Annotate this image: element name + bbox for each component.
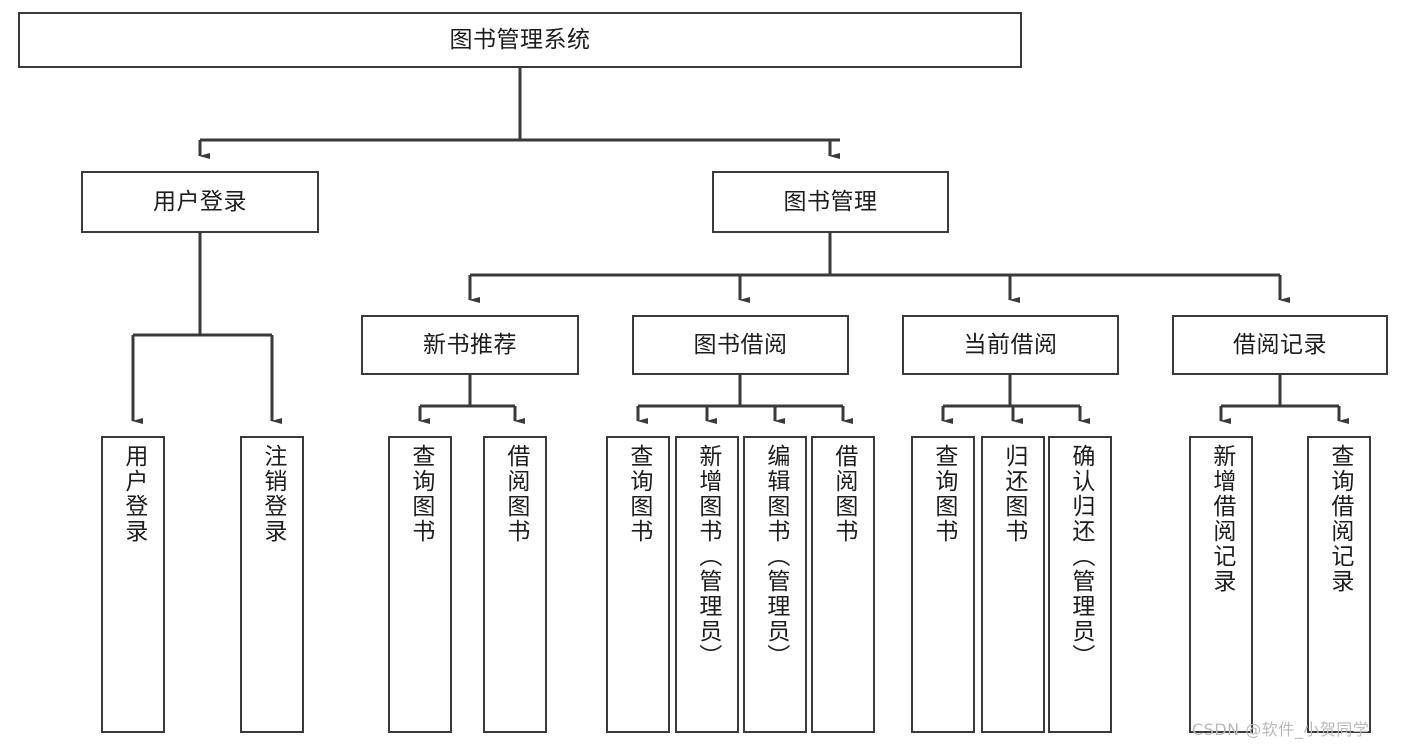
- node-leaf-confirm-return-label: 确认归还（管理员）: [1067, 444, 1094, 669]
- watermark-text: CSDN @软件_小贺同学: [1192, 720, 1370, 739]
- node-user-login[interactable]: 用户登录: [81, 171, 319, 233]
- node-leaf-query-book-cur[interactable]: 查询图书: [911, 436, 975, 733]
- node-leaf-user-login-label: 用户登录: [120, 444, 147, 544]
- node-root-label: 图书管理系统: [449, 26, 591, 53]
- node-current-borrow[interactable]: 当前借阅: [902, 315, 1119, 375]
- node-leaf-logout[interactable]: 注销登录: [240, 436, 304, 733]
- node-leaf-query-book-rec-label: 查询图书: [407, 444, 434, 544]
- node-user-login-label: 用户登录: [153, 188, 247, 215]
- node-leaf-query-book-rec[interactable]: 查询图书: [388, 436, 452, 733]
- node-leaf-edit-book[interactable]: 编辑图书（管理员）: [743, 436, 807, 733]
- node-leaf-borrow-book-rec[interactable]: 借阅图书: [483, 436, 547, 733]
- node-leaf-borrow-book-rec-label: 借阅图书: [502, 444, 529, 544]
- node-leaf-edit-book-label: 编辑图书（管理员）: [762, 444, 789, 669]
- node-borrow-record-label: 借阅记录: [1233, 331, 1327, 358]
- node-leaf-borrow-book-label: 借阅图书: [830, 444, 857, 544]
- node-new-book-recommend[interactable]: 新书推荐: [361, 315, 579, 375]
- node-leaf-confirm-return[interactable]: 确认归还（管理员）: [1048, 436, 1112, 733]
- node-leaf-logout-label: 注销登录: [259, 444, 286, 544]
- node-root[interactable]: 图书管理系统: [18, 12, 1022, 68]
- node-new-book-recommend-label: 新书推荐: [423, 331, 517, 358]
- node-leaf-query-book-borrow[interactable]: 查询图书: [606, 436, 670, 733]
- node-current-borrow-label: 当前借阅: [963, 331, 1058, 358]
- node-leaf-return-book[interactable]: 归还图书: [981, 436, 1045, 733]
- node-book-manage[interactable]: 图书管理: [712, 171, 949, 233]
- node-leaf-add-book-label: 新增图书（管理员）: [694, 444, 721, 669]
- node-book-borrow[interactable]: 图书借阅: [632, 315, 849, 375]
- node-leaf-user-login[interactable]: 用户登录: [101, 436, 165, 733]
- node-book-borrow-label: 图书借阅: [693, 331, 788, 358]
- node-leaf-add-borrow-record-label: 新增借阅记录: [1208, 444, 1235, 594]
- node-borrow-record[interactable]: 借阅记录: [1172, 315, 1388, 375]
- node-leaf-query-borrow-record-label: 查询借阅记录: [1326, 444, 1353, 594]
- node-book-manage-label: 图书管理: [783, 188, 878, 215]
- node-leaf-add-book[interactable]: 新增图书（管理员）: [675, 436, 739, 733]
- node-leaf-query-book-borrow-label: 查询图书: [625, 444, 652, 544]
- node-leaf-add-borrow-record[interactable]: 新增借阅记录: [1189, 436, 1253, 733]
- node-leaf-return-book-label: 归还图书: [1000, 444, 1027, 544]
- node-leaf-borrow-book[interactable]: 借阅图书: [811, 436, 875, 733]
- node-leaf-query-book-cur-label: 查询图书: [930, 444, 957, 544]
- node-leaf-query-borrow-record[interactable]: 查询借阅记录: [1307, 436, 1371, 733]
